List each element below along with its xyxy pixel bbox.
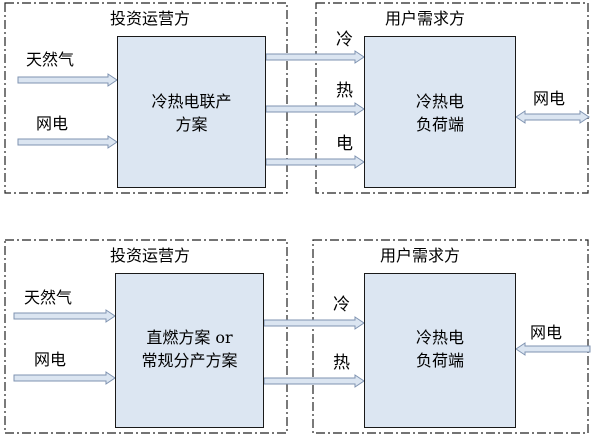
arrow-top-cold (265, 50, 365, 64)
top-cold-label: 冷 (336, 30, 353, 50)
bottom-natural-gas-label: 天然气 (24, 288, 73, 307)
bottom-cold-label: 冷 (333, 295, 350, 315)
arrow-top-grid-bidirectional (515, 110, 590, 124)
top-user-frame (315, 2, 589, 194)
bottom-load-line-1: 冷热电 (415, 328, 464, 347)
bottom-investor-title: 投资运营方 (110, 246, 191, 265)
bottom-system-line-1: 直燃方案 or (146, 328, 233, 347)
top-load-box: 冷热电 负荷端 (364, 36, 516, 188)
bottom-user-frame (312, 239, 589, 434)
arrow-top-heat (265, 102, 365, 116)
bottom-heat-label: 热 (333, 353, 350, 373)
top-load-line-1: 冷热电 (415, 92, 464, 111)
top-system-line-1: 冷热电联产 (151, 92, 232, 111)
top-cchp-system-box: 冷热电联产 方案 (117, 36, 266, 188)
top-user-title: 用户需求方 (385, 9, 466, 28)
bottom-grid-label: 网电 (34, 350, 67, 369)
top-investor-frame (4, 2, 288, 194)
top-natural-gas-label: 天然气 (26, 50, 75, 69)
top-grid-exchange-label: 网电 (533, 89, 566, 108)
bottom-investor-frame (4, 239, 288, 434)
bottom-load-line-2: 负荷端 (415, 351, 464, 370)
arrow-top-electric (265, 155, 365, 169)
top-investor-title: 投资运营方 (110, 9, 191, 28)
top-grid-label: 网电 (36, 114, 69, 133)
arrow-bottom-grid-to-load (515, 342, 591, 356)
arrow-bottom-grid-in (13, 371, 116, 385)
top-system-line-2: 方案 (175, 115, 208, 134)
arrow-top-grid-in (17, 135, 118, 149)
top-load-line-2: 负荷端 (415, 115, 464, 134)
bottom-user-title: 用户需求方 (380, 246, 461, 265)
arrow-bottom-heat (263, 374, 365, 388)
bottom-load-box: 冷热电 负荷端 (364, 273, 516, 428)
bottom-system-line-2: 常规分产方案 (141, 351, 238, 370)
arrow-bottom-cold (263, 316, 365, 330)
top-electric-label: 电 (336, 134, 353, 154)
arrow-bottom-natural-gas (13, 309, 116, 323)
arrow-top-natural-gas (17, 73, 118, 87)
bottom-alternative-system-box: 直燃方案 or 常规分产方案 (115, 273, 264, 428)
bottom-grid-supply-label: 网电 (530, 323, 563, 342)
top-heat-label: 热 (336, 81, 353, 101)
